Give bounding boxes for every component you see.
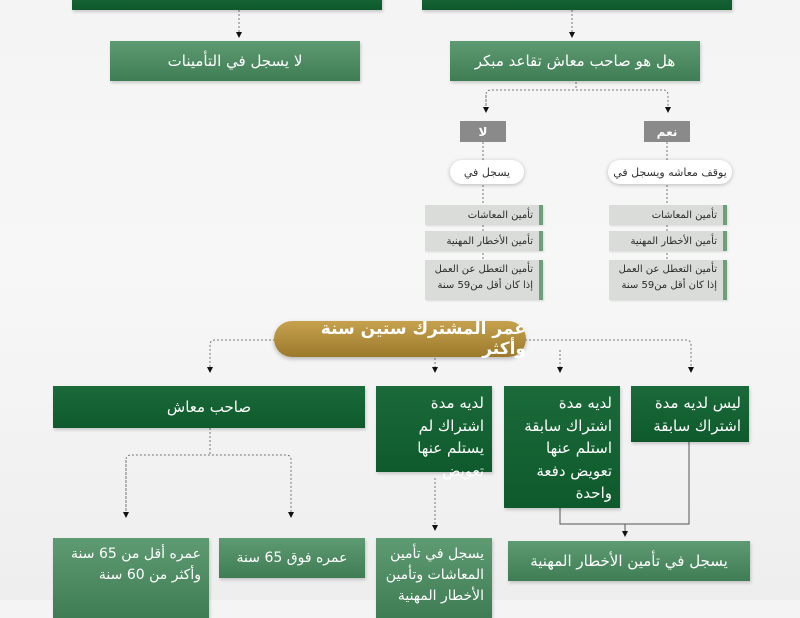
no-item-unemployment-line1: تأمين التعطل عن العمل: [434, 264, 533, 275]
yes-item-unemployment-line2: إذا كان أقل من59 سنة: [621, 280, 717, 291]
yes-item-unemployment-line1: تأمين التعطل عن العمل: [618, 264, 717, 275]
no-item-unemployment-line2: إذا كان أقل من59 سنة: [437, 280, 533, 291]
contribution-with-compensation-box: لديه مدة اشتراك سابقة استلم عنها تعويض د…: [504, 386, 620, 508]
yes-item-unemployment: تأمين التعطل عن العمل إذا كان أقل من59 س…: [609, 260, 727, 300]
register-hazards-box: يسجل في تأمين الأخطار المهنية: [508, 541, 750, 581]
no-item-unemployment: تأمين التعطل عن العمل إذا كان أقل من59 س…: [425, 260, 543, 300]
registers-in-pill: يسجل في: [450, 160, 524, 184]
connector-lines: [123, 10, 694, 537]
not-registered-box: لا يسجل في التأمينات: [110, 41, 360, 81]
early-retirement-question-box: هل هو صاحب معاش تقاعد مبكر: [450, 41, 700, 81]
top-cutoff-box-right: [422, 0, 732, 10]
yes-item-pensions: تأمين المعاشات: [609, 205, 727, 225]
pensioner-box: صاحب معاش: [53, 386, 365, 428]
stops-pension-registers-pill: يوقف معاشه ويسجل في: [608, 160, 732, 184]
no-prior-contribution-box: ليس لديه مدة اشتراك سابقة: [631, 386, 749, 442]
register-pensions-hazards-box: يسجل في تأمين المعاشات وتأمين الأخطار ال…: [376, 538, 492, 618]
top-cutoff-box-left: [72, 0, 382, 10]
yes-tag: نعم: [644, 121, 690, 142]
age-sixty-banner: عمر المشترك ستين سنة وأكثر: [274, 319, 526, 359]
age-under-65-box: عمره أقل من 65 سنة وأكثر من 60 سنة: [53, 538, 209, 618]
age-over-65-box: عمره فوق 65 سنة: [219, 538, 365, 578]
no-item-occupational-hazards: تأمين الأخطار المهنية: [425, 231, 543, 251]
no-item-pensions: تأمين المعاشات: [425, 205, 543, 225]
yes-item-occupational-hazards: تأمين الأخطار المهنية: [609, 231, 727, 251]
no-tag: لا: [460, 121, 506, 142]
contribution-no-compensation-box: لديه مدة اشتراك لم يستلم عنها تعويض: [376, 386, 492, 480]
